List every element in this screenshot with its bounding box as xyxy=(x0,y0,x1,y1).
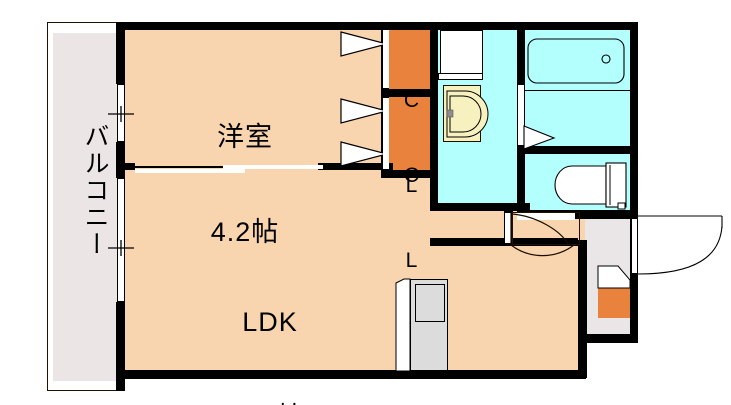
ldk-label-line1: LDK xyxy=(242,306,298,337)
wall-bath-wc-divider xyxy=(517,146,637,154)
wall-closet-right xyxy=(430,28,438,210)
kitchen-sink-basin-icon xyxy=(415,284,445,322)
closet-upper-label-line2: L xyxy=(405,173,418,197)
window-marker-lower-icon xyxy=(108,240,134,256)
wall-washroom-bottom xyxy=(430,203,530,211)
wall-wc-bottom xyxy=(517,210,637,219)
wc-door[interactable] xyxy=(517,212,575,220)
wall-left-3 xyxy=(116,302,125,391)
wall-left-2 xyxy=(116,142,125,178)
closet-upper-label-line1: C xyxy=(403,88,420,112)
closet-door-2-folding-door-icon[interactable] xyxy=(340,97,390,127)
wall-bedroom-ldk-right xyxy=(318,163,393,170)
closet-door-1-folding-door-icon[interactable] xyxy=(340,30,390,60)
sliding-door-panel-b xyxy=(223,165,323,169)
closet-opening-strip-lower xyxy=(383,98,389,169)
kitchen-side-panel-icon xyxy=(395,278,411,372)
wall-closet-bottom xyxy=(381,170,438,178)
wall-bath-left-lower xyxy=(517,146,525,212)
balcony-label: バルコニー xyxy=(81,122,109,258)
shoe-cabinet-door-icon xyxy=(597,265,631,289)
hall-door-swing-door-icon[interactable] xyxy=(508,210,580,257)
bedroom-label: 洋室 4.2帖 xyxy=(155,58,335,313)
window-marker-upper-icon xyxy=(108,106,134,122)
bathtub-edge-line xyxy=(523,90,630,91)
shoe-cabinet-icon xyxy=(598,288,630,318)
entrance-door[interactable] xyxy=(631,218,638,274)
wall-entry-bottom xyxy=(578,334,638,343)
bathtub-icon xyxy=(527,38,625,84)
bedroom-label-line2: 4.2帖 xyxy=(210,217,280,248)
wall-closet-divider xyxy=(381,89,438,97)
closet-upper-label: C L xyxy=(389,30,434,257)
bedroom-label-line1: 洋室 xyxy=(217,121,273,152)
ldk-label-line2: 9.6帖 xyxy=(180,402,360,405)
closet-lower-label-line1: C xyxy=(403,163,420,187)
closet-upper xyxy=(389,28,434,90)
bath-door-swing-door-icon[interactable] xyxy=(523,125,556,150)
washing-machine-icon xyxy=(440,30,483,74)
entrance-door-swing-door-icon[interactable] xyxy=(636,212,726,278)
toilet-icon xyxy=(554,162,627,210)
bath-door[interactable] xyxy=(517,84,525,146)
closet-lower-label-line2: L xyxy=(405,248,418,272)
closet-lower-label: C L xyxy=(389,105,434,332)
wall-top xyxy=(116,22,638,30)
sliding-door-panel-a xyxy=(135,169,245,173)
wall-bottom xyxy=(116,370,586,379)
closet-opening-strip-upper xyxy=(383,30,389,88)
wall-ldk-right xyxy=(578,240,587,378)
hall-door-threshold xyxy=(512,212,580,245)
wall-right-wet xyxy=(630,22,638,212)
closet-lower xyxy=(389,97,434,170)
closet-door-3-folding-door-icon[interactable] xyxy=(340,140,390,170)
vanity-basin-icon xyxy=(446,90,489,138)
washer-base-icon xyxy=(438,73,483,80)
wall-bedroom-ldk-left xyxy=(123,163,135,170)
ldk-label: LDK 9.6帖 xyxy=(180,243,360,405)
balcony-floor xyxy=(53,33,119,381)
wall-entry-right xyxy=(630,210,638,342)
wall-left-1 xyxy=(116,22,125,84)
wall-bath-left-upper xyxy=(517,22,525,84)
